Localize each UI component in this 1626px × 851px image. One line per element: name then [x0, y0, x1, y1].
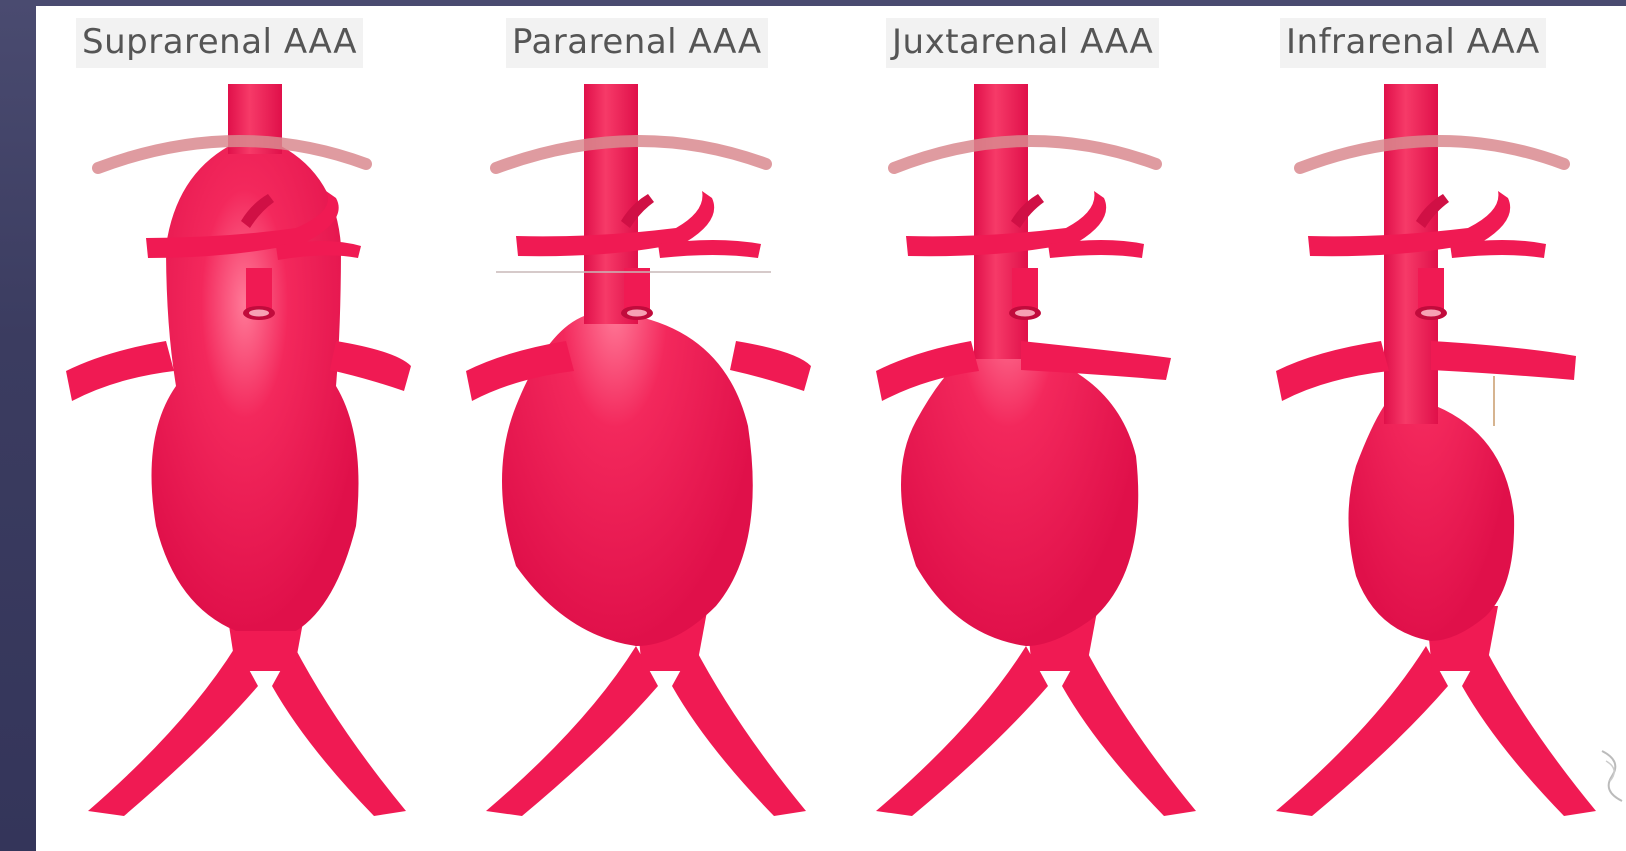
diagram-panel: Suprarenal AAA Pararenal AAA Juxtarenal …	[36, 6, 1626, 851]
suprarenal-aorta	[66, 84, 411, 816]
label-suprarenal: Suprarenal AAA	[76, 18, 363, 68]
label-pararenal: Pararenal AAA	[506, 18, 768, 68]
infrarenal-aorta	[1276, 84, 1596, 816]
juxtarenal-aorta	[876, 84, 1196, 816]
label-infrarenal: Infrarenal AAA	[1280, 18, 1546, 68]
corner-scribble-icon	[1592, 741, 1626, 811]
label-juxtarenal: Juxtarenal AAA	[886, 18, 1159, 68]
aaa-diagram	[36, 6, 1626, 851]
pararenal-aorta	[466, 84, 811, 816]
